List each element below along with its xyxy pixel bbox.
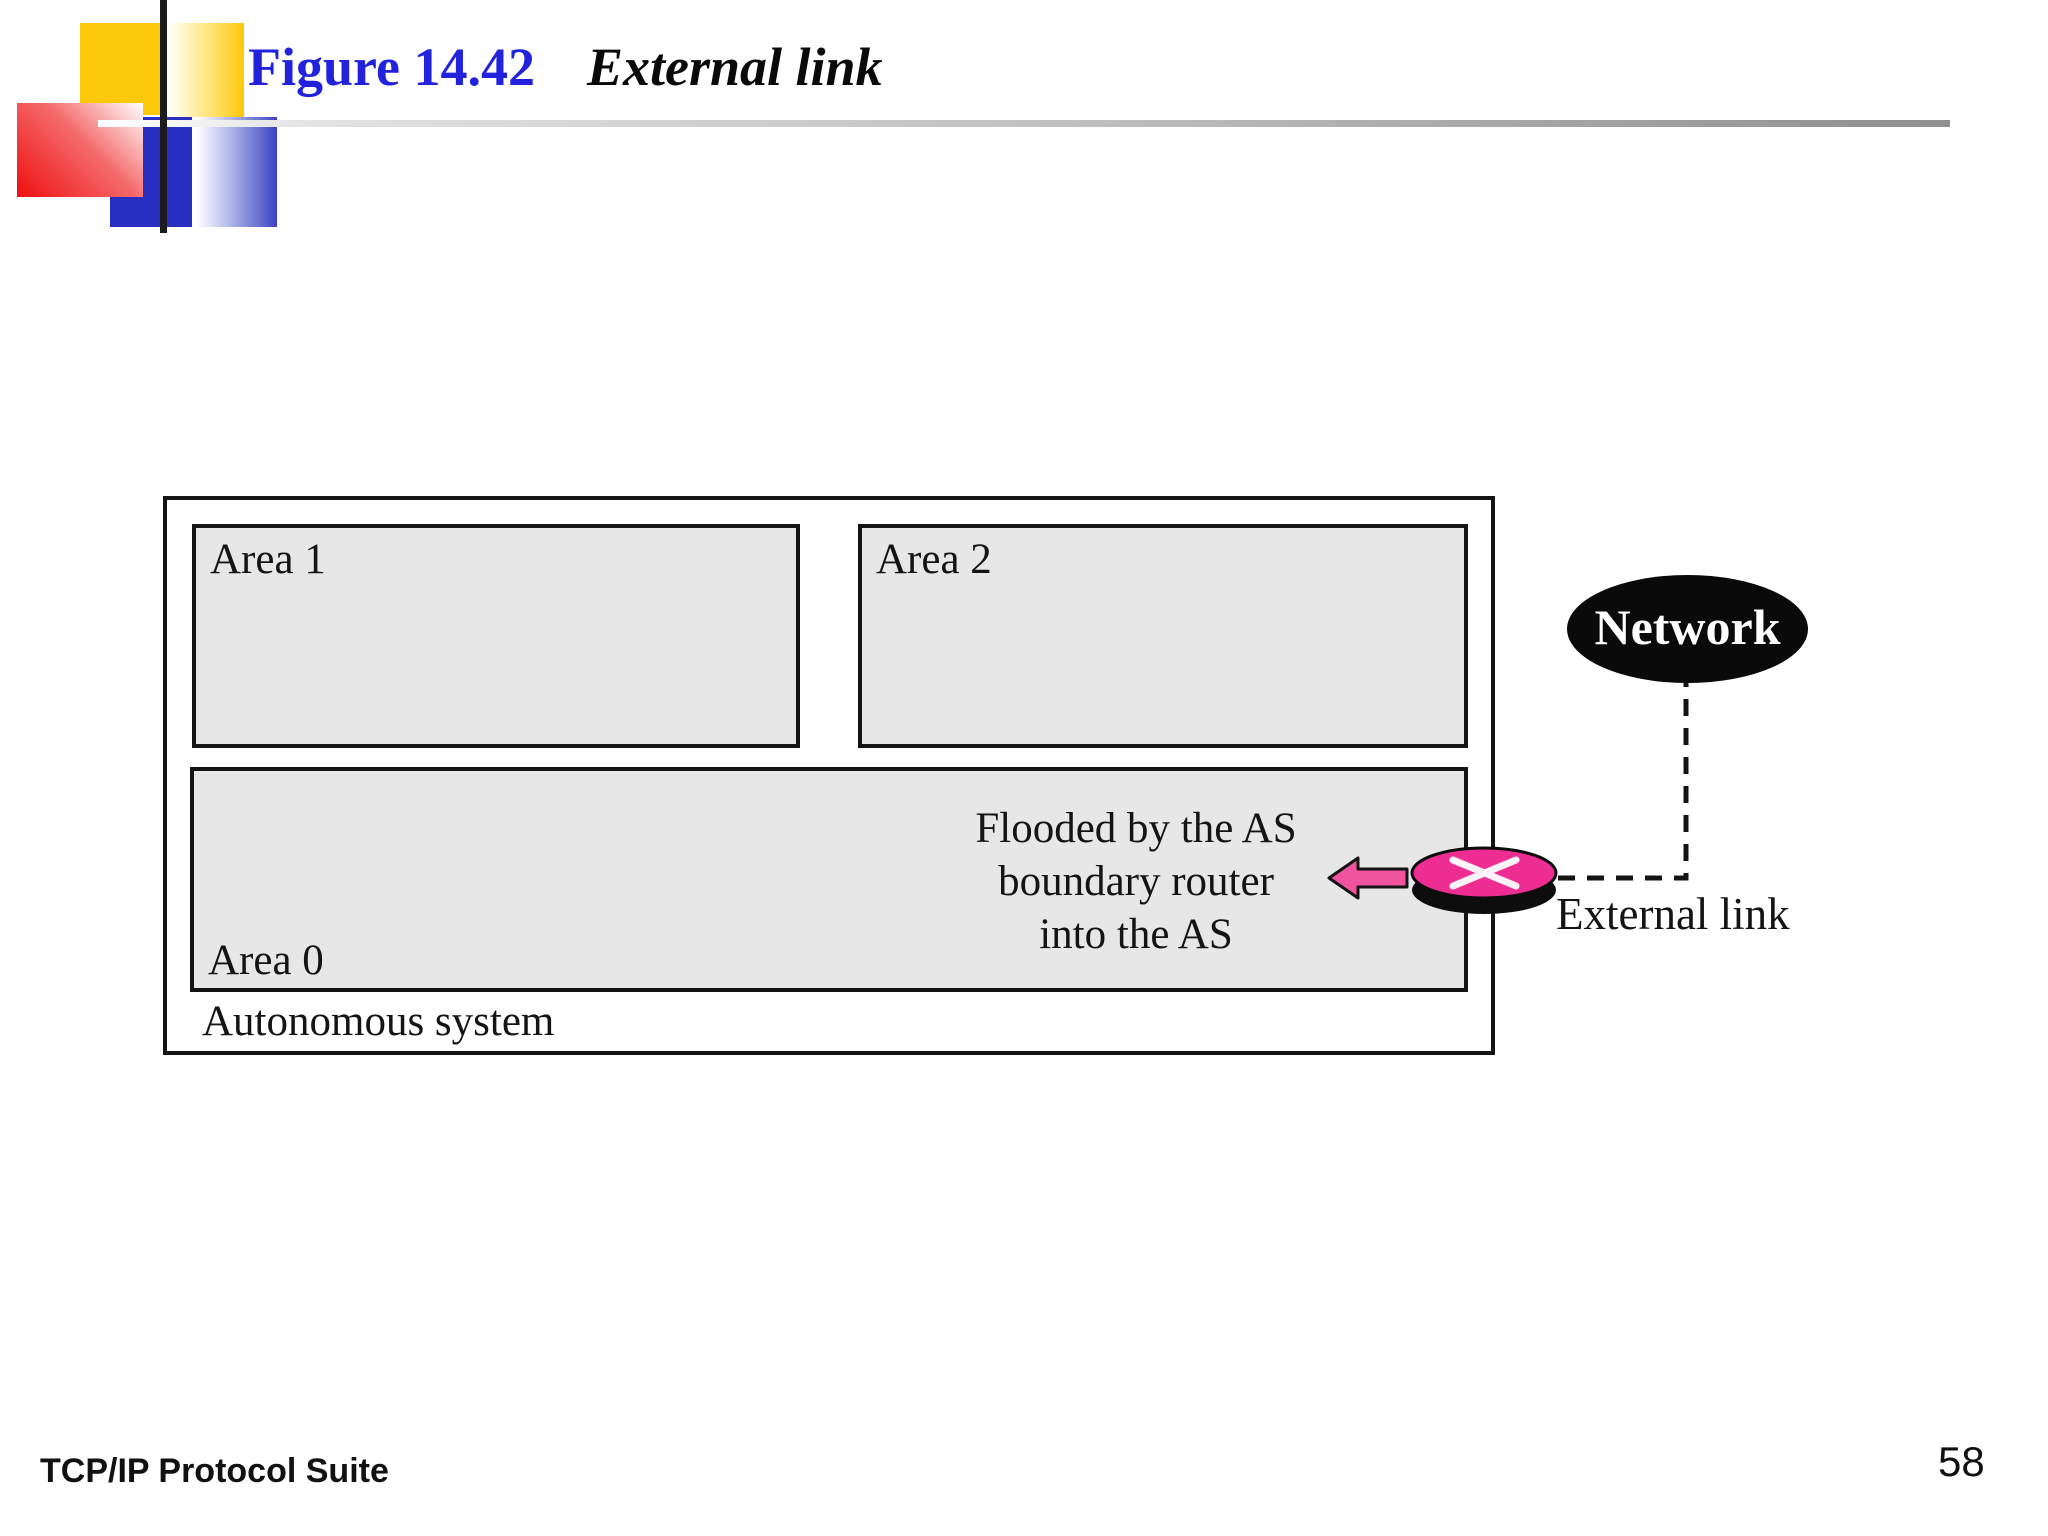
area2-label: Area 2 [876, 536, 992, 583]
autonomous-system-label: Autonomous system [202, 998, 555, 1045]
annotation-line-1: Flooded by the AS [975, 805, 1297, 852]
area1-box: Area 1 [192, 524, 800, 748]
router-icon [1410, 846, 1558, 914]
left-arrow-icon [1327, 856, 1409, 900]
area1-label: Area 1 [210, 536, 326, 583]
network-node: Network [1567, 575, 1808, 683]
deco-red-gradient-square [17, 103, 143, 197]
flooded-annotation: Flooded by the AS boundary router into t… [886, 802, 1386, 961]
annotation-line-3: into the AS [1039, 911, 1233, 958]
area2-box: Area 2 [858, 524, 1468, 748]
deco-vertical-bar [160, 0, 167, 233]
area0-label: Area 0 [208, 936, 324, 984]
deco-blue-gradient-square [197, 117, 277, 227]
page-number: 58 [1938, 1438, 1985, 1485]
area0-box: Area 0 [190, 767, 1468, 992]
figure-number-label: Figure 14.42 [248, 37, 535, 97]
annotation-line-2: boundary router [998, 858, 1274, 905]
deco-yellow-gradient-square [170, 23, 244, 117]
footer-book-title: TCP/IP Protocol Suite [40, 1452, 389, 1490]
figure-title-text: External link [586, 37, 883, 97]
header-rule [98, 120, 1950, 127]
slide-title: Figure 14.42 External link [248, 37, 883, 97]
external-link-label: External link [1556, 889, 1790, 939]
network-label: Network [1594, 599, 1781, 655]
deco-yellow-square [80, 23, 160, 115]
dashed-link-line [1558, 683, 1689, 881]
